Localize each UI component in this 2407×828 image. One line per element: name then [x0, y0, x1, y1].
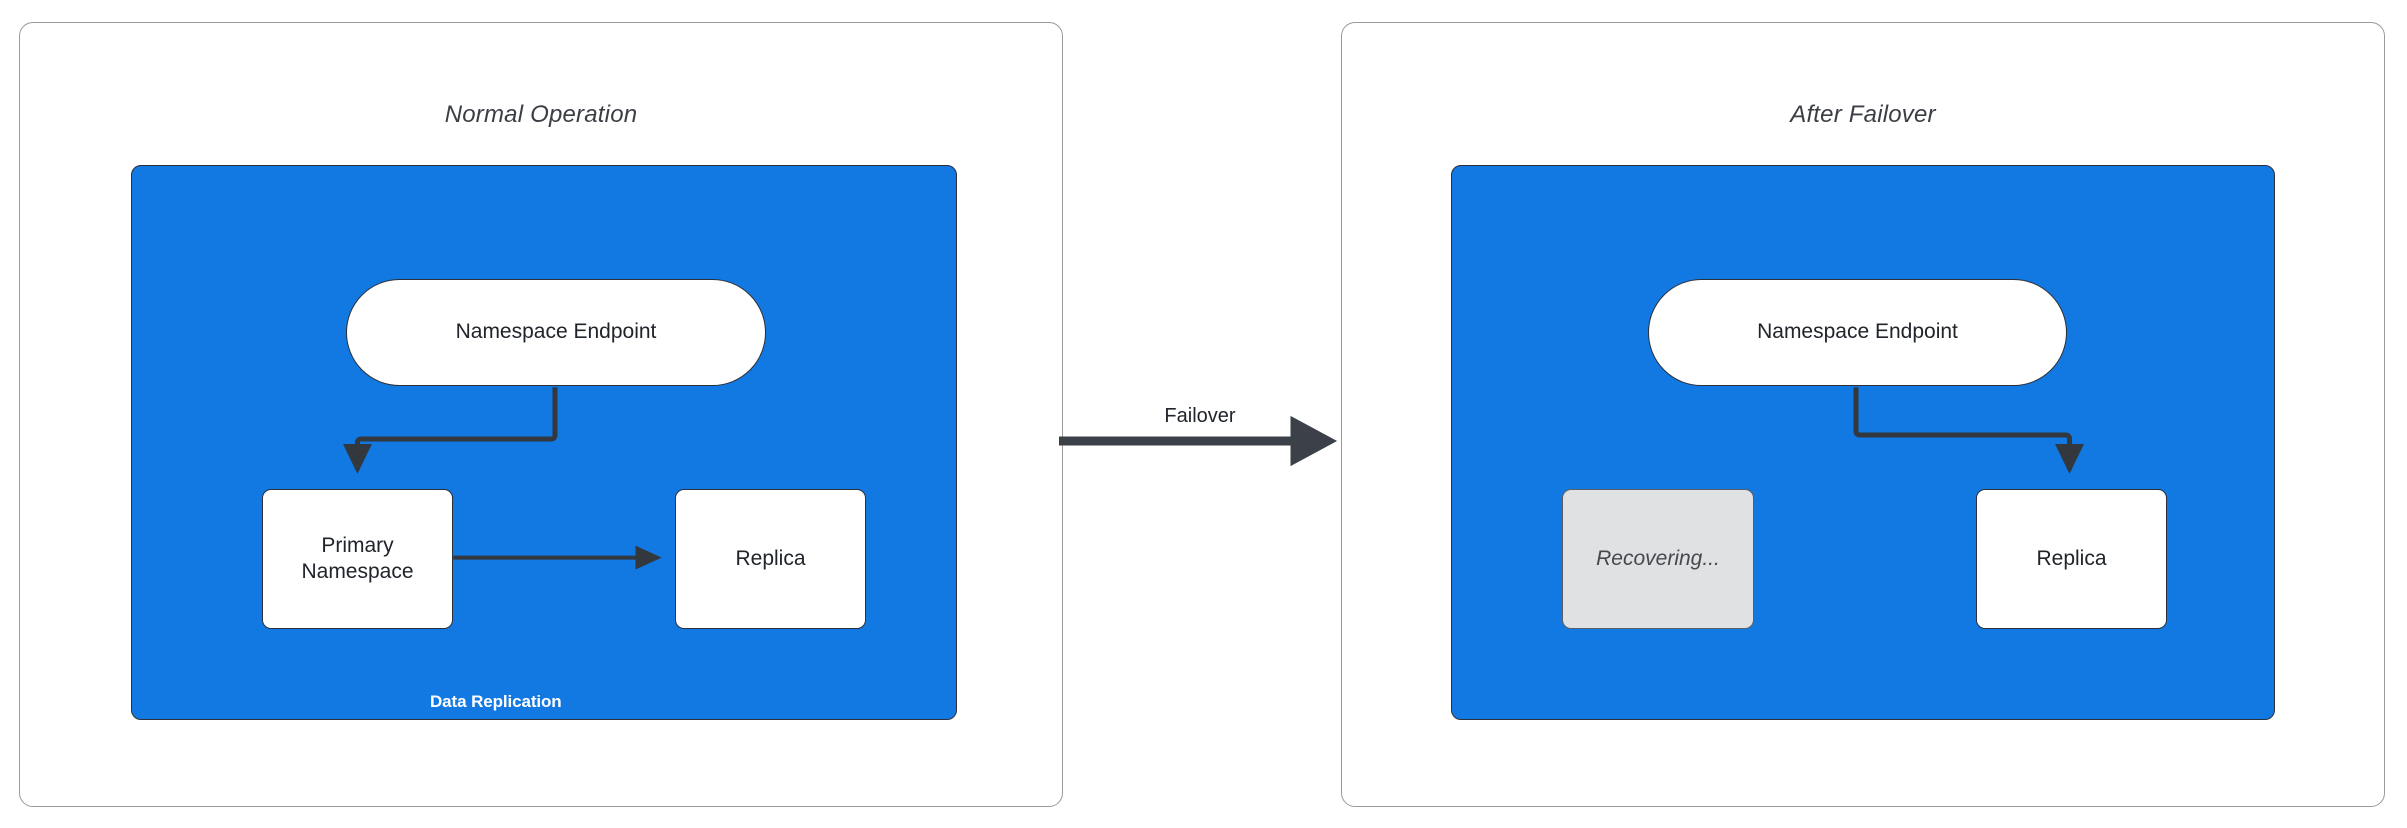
- edges-normal-operation: [342, 387, 662, 570]
- edge-endpoint-to-replica: [1853, 387, 2084, 474]
- node-replica-failover[interactable]: Replica: [1976, 489, 2167, 629]
- panel-after-failover: After Failover Namespace Endpoint Recove…: [1341, 22, 2385, 807]
- node-replica-normal[interactable]: Replica: [675, 489, 866, 629]
- edges-after-failover: [1853, 387, 2084, 474]
- node-label: Namespace Endpoint: [455, 320, 657, 344]
- panel-normal-operation: Normal Operation Namespace Endpoint: [19, 22, 1063, 807]
- node-label-line-2: Namespace: [301, 560, 414, 583]
- node-namespace-endpoint-failover[interactable]: Namespace Endpoint: [1648, 279, 2067, 386]
- node-label: Replica: [735, 546, 806, 570]
- zone-normal-operation: Namespace Endpoint Primary Namespace Rep…: [131, 165, 957, 720]
- node-label-line-1: Primary: [321, 533, 394, 557]
- failover-transition-label: Failover: [1164, 405, 1236, 427]
- panel-title-normal-operation: Normal Operation: [444, 101, 638, 128]
- node-primary-namespace[interactable]: Primary Namespace: [262, 489, 453, 629]
- node-namespace-endpoint-normal[interactable]: Namespace Endpoint: [346, 279, 766, 386]
- node-label: Replica: [2036, 546, 2107, 570]
- failover-transition-arrow: [1059, 415, 1338, 467]
- node-label: Recovering...: [1596, 546, 1720, 570]
- zone-after-failover: Namespace Endpoint Recovering... Replica: [1451, 165, 2275, 720]
- node-recovering[interactable]: Recovering...: [1562, 489, 1754, 629]
- panel-title-after-failover: After Failover: [1790, 101, 1936, 128]
- edge-endpoint-to-primary: [342, 387, 558, 474]
- edge-label-data-replication: Data Replication: [430, 692, 562, 711]
- node-label: Namespace Endpoint: [1757, 320, 1958, 344]
- node-label: Primary Namespace: [301, 533, 413, 586]
